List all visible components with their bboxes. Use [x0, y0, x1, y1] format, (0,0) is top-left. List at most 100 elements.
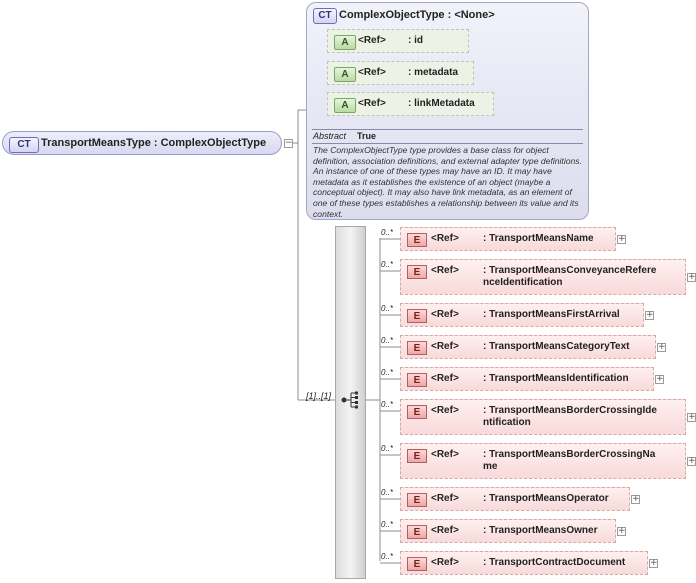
element-box[interactable]: E <Ref> : TransportMeansIdentification: [400, 367, 654, 391]
divider: [312, 143, 583, 144]
element-box[interactable]: E <Ref> : TransportMeansCategoryText: [400, 335, 656, 359]
element-icon: E: [407, 557, 427, 571]
expand-element-button[interactable]: +: [687, 456, 696, 466]
element-name-line: : TransportMeansFirstArrival: [483, 309, 620, 320]
element-name-line: : TransportMeansBorderCrossingIde: [483, 405, 657, 416]
element-ref: <Ref>: [431, 309, 459, 320]
element-icon: E: [407, 405, 427, 419]
element-ref: <Ref>: [431, 449, 459, 460]
element-name-line: ntification: [483, 417, 531, 428]
element-occurrence: 0..*: [381, 400, 394, 409]
element-ref: <Ref>: [431, 373, 459, 384]
element-ref: <Ref>: [431, 265, 459, 276]
element-icon: E: [407, 341, 427, 355]
expand-element-button[interactable]: +: [645, 310, 654, 320]
attribute-ref: <Ref>: [358, 98, 386, 109]
element-name-line: nceIdentification: [483, 277, 563, 288]
element-name: : TransportMeansName: [483, 233, 594, 245]
element-icon: E: [407, 233, 427, 247]
element-name: : TransportMeansOperator: [483, 493, 609, 505]
element-icon: E: [407, 525, 427, 539]
element-icon: E: [407, 373, 427, 387]
element-name-line: : TransportMeansIdentification: [483, 373, 629, 384]
base-type-panel: CT ComplexObjectType : <None> A <Ref> : …: [306, 2, 589, 220]
element-name-line: : TransportMeansBorderCrossingNa: [483, 449, 656, 460]
attribute-metadata[interactable]: A <Ref> : metadata: [327, 61, 474, 85]
element-ref: <Ref>: [431, 405, 459, 416]
element-occurrence: 0..*: [381, 552, 394, 561]
attribute-name: : metadata: [408, 67, 459, 78]
attribute-ref: <Ref>: [358, 67, 386, 78]
expand-element-button[interactable]: +: [617, 526, 626, 536]
element-box[interactable]: E <Ref> : TransportContractDocument: [400, 551, 648, 575]
element-ref: <Ref>: [431, 341, 459, 352]
complex-type-icon: CT: [313, 8, 337, 24]
attribute-icon: A: [334, 67, 356, 82]
element-ref: <Ref>: [431, 557, 459, 568]
element-box[interactable]: E <Ref> : TransportMeansName: [400, 227, 616, 251]
sequence-compositor[interactable]: [335, 226, 366, 579]
element-occurrence: 0..*: [381, 304, 394, 313]
element-icon: E: [407, 449, 427, 463]
element-occurrence: 0..*: [381, 336, 394, 345]
element-icon: E: [407, 309, 427, 323]
base-type-title: ComplexObjectType : <None>: [339, 9, 495, 21]
expand-element-button[interactable]: +: [687, 412, 696, 422]
element-name: : TransportMeansCategoryText: [483, 341, 630, 353]
attribute-icon: A: [334, 35, 356, 50]
element-icon: E: [407, 493, 427, 507]
expand-element-button[interactable]: +: [655, 374, 664, 384]
attribute-name: : id: [408, 35, 423, 46]
element-name-line: : TransportContractDocument: [483, 557, 626, 568]
element-box[interactable]: E <Ref> : TransportMeansFirstArrival: [400, 303, 644, 327]
transport-means-type-box[interactable]: CT TransportMeansType : ComplexObjectTyp…: [2, 131, 282, 155]
element-name-line: : TransportMeansCategoryText: [483, 341, 630, 352]
expand-element-button[interactable]: +: [657, 342, 666, 352]
attribute-id[interactable]: A <Ref> : id: [327, 29, 469, 53]
element-ref: <Ref>: [431, 233, 459, 244]
element-name: : TransportContractDocument: [483, 557, 625, 569]
element-occurrence: 0..*: [381, 444, 394, 453]
element-occurrence: 0..*: [381, 368, 394, 377]
element-icon: E: [407, 265, 427, 279]
abstract-value: True: [357, 131, 377, 141]
element-name-line: me: [483, 461, 498, 472]
element-name: : TransportMeansIdentification: [483, 373, 629, 385]
element-ref: <Ref>: [431, 493, 459, 504]
element-occurrence: 0..*: [381, 488, 394, 497]
element-box[interactable]: E <Ref> : TransportMeansOwner: [400, 519, 616, 543]
element-ref: <Ref>: [431, 525, 459, 536]
element-name: : TransportMeansFirstArrival: [483, 309, 620, 321]
element-name-line: : TransportMeansOperator: [483, 493, 609, 504]
element-occurrence: 0..*: [381, 260, 394, 269]
element-name-line: : TransportMeansOwner: [483, 525, 598, 536]
attribute-icon: A: [334, 98, 356, 113]
documentation-text: The ComplexObjectType type provides a ba…: [313, 145, 582, 219]
attribute-ref: <Ref>: [358, 35, 386, 46]
complex-type-icon: CT: [9, 137, 39, 153]
abstract-label: Abstract: [313, 131, 347, 141]
attribute-name: : linkMetadata: [408, 98, 475, 109]
collapse-main-type-button[interactable]: −: [284, 138, 293, 148]
divider: [312, 129, 583, 130]
expand-element-button[interactable]: +: [649, 558, 658, 568]
element-name: : TransportMeansOwner: [483, 525, 597, 537]
element-occurrence: 0..*: [381, 228, 394, 237]
sequence-icon: [341, 391, 358, 409]
expand-element-button[interactable]: +: [631, 494, 640, 504]
sequence-occurrence: [1]..[1]: [306, 391, 332, 401]
main-type-name: TransportMeansType : ComplexObjectType: [41, 137, 267, 149]
element-box[interactable]: E <Ref> : TransportMeansOperator: [400, 487, 630, 511]
element-name-line: : TransportMeansConveyanceRefere: [483, 265, 657, 276]
attribute-link-metadata[interactable]: A <Ref> : linkMetadata: [327, 92, 494, 116]
expand-element-button[interactable]: +: [617, 234, 626, 244]
expand-element-button[interactable]: +: [687, 272, 696, 282]
element-name-line: : TransportMeansName: [483, 233, 594, 244]
element-occurrence: 0..*: [381, 520, 394, 529]
